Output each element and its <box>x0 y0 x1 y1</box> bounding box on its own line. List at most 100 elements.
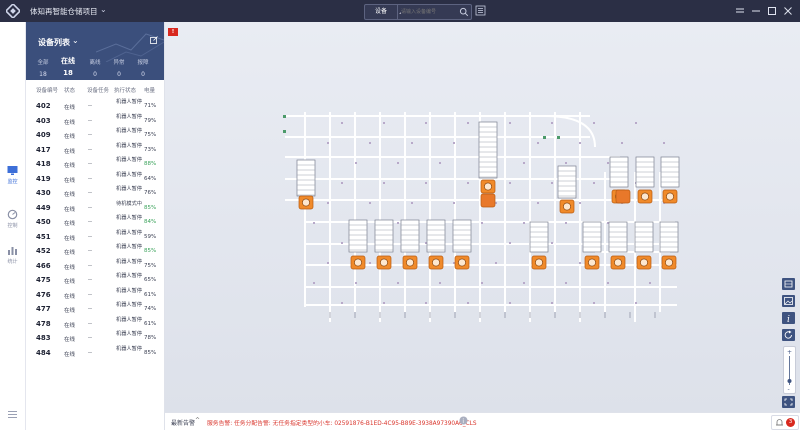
left-nav: 监控 控制 统计 <box>0 22 26 430</box>
search-icon[interactable] <box>459 7 469 17</box>
map-marker <box>579 202 581 204</box>
device-task: -- <box>88 161 92 167</box>
stat-abnormal-label: 异常 <box>113 60 125 66</box>
robot-marker <box>480 193 496 208</box>
map-marker <box>425 182 427 184</box>
device-id: 475 <box>36 276 51 284</box>
alarm-info-icon[interactable]: i <box>459 416 468 425</box>
external-link-icon[interactable] <box>150 36 158 44</box>
recent-alarm-chevron-icon[interactable]: ^ <box>195 417 201 424</box>
nav-statistics-label: 统计 <box>7 259 18 265</box>
device-list-chevron-icon[interactable]: ⌄ <box>72 36 79 45</box>
alarm-message[interactable]: 服务告警: 任务分配告警: 无任务指定类型的小车: 02591876-B1ED-… <box>207 421 477 427</box>
device-status: 在线 <box>64 163 76 169</box>
info-tool-button[interactable]: i <box>782 312 795 325</box>
device-power: 61% <box>144 320 157 327</box>
stat-abnormal-value: 0 <box>117 71 121 78</box>
minimize-icon[interactable] <box>750 4 762 18</box>
map-marker <box>453 262 455 264</box>
nav-monitor-label: 监控 <box>7 179 18 185</box>
column-header: 电量 <box>144 88 156 94</box>
device-task: -- <box>88 335 92 341</box>
map-marker <box>509 242 511 244</box>
map-marker <box>425 242 427 244</box>
device-id: 403 <box>36 116 51 125</box>
stat-abnormal[interactable]: 异常 0 <box>106 58 132 78</box>
device-search: 设备 <box>364 4 472 20</box>
image-icon <box>784 297 793 305</box>
maximize-icon[interactable] <box>766 4 778 18</box>
nav-statistics[interactable]: 统计 <box>0 244 25 268</box>
alarm-notification-button[interactable]: 3 <box>771 415 799 430</box>
close-icon[interactable] <box>782 4 794 18</box>
collapse-menu-icon[interactable] <box>7 410 18 419</box>
device-task: -- <box>88 320 92 327</box>
robot-status-dot <box>535 258 543 267</box>
window-menu-icon[interactable] <box>734 4 746 18</box>
project-dropdown-chevron-icon[interactable]: ⌄ <box>100 5 107 14</box>
stat-all-label: 全部 <box>37 60 49 66</box>
recent-alarm-label[interactable]: 最新告警 <box>171 420 196 427</box>
map-marker <box>439 282 441 284</box>
fullscreen-tool-button[interactable] <box>782 396 795 408</box>
list-view-icon[interactable] <box>475 5 486 16</box>
statistics-icon <box>8 247 17 255</box>
layer-icon <box>784 280 793 288</box>
map-marker <box>453 142 455 144</box>
zoom-slider[interactable]: +- <box>783 346 796 394</box>
map-marker <box>341 242 343 244</box>
map-marker <box>607 282 609 284</box>
map-marker <box>607 222 609 224</box>
robot-status-dot <box>406 258 414 267</box>
shelf <box>452 219 472 253</box>
map-marker <box>481 222 483 224</box>
device-exec-status: 机器人暂停 <box>116 142 142 149</box>
device-task: -- <box>88 349 92 356</box>
fullscreen-icon <box>784 398 793 406</box>
nav-control[interactable]: 控制 <box>0 208 25 232</box>
refresh-tool-button[interactable] <box>782 329 795 341</box>
shelf <box>374 219 394 253</box>
window-controls <box>734 4 794 18</box>
map-marker <box>565 282 567 284</box>
alert-badge[interactable]: ! <box>168 28 178 36</box>
image-tool-button[interactable] <box>782 295 795 307</box>
search-type-select[interactable]: 设备 <box>365 5 398 19</box>
device-task: -- <box>88 277 92 283</box>
device-exec-status: 机器人暂停 <box>116 229 142 236</box>
column-header: 设备编号 <box>36 88 59 94</box>
device-status: 在线 <box>64 308 76 314</box>
search-input[interactable] <box>401 6 457 17</box>
device-id: 484 <box>36 348 51 357</box>
map-marker <box>383 182 385 184</box>
nav-monitor[interactable]: 监控 <box>0 164 25 188</box>
layer-tool-button[interactable] <box>782 278 795 290</box>
warehouse-map[interactable] <box>165 22 800 412</box>
refresh-icon <box>784 330 792 339</box>
device-exec-status: 机器人暂停 <box>116 302 142 308</box>
robot-status-dot <box>432 258 440 267</box>
device-power: 65% <box>144 277 157 283</box>
